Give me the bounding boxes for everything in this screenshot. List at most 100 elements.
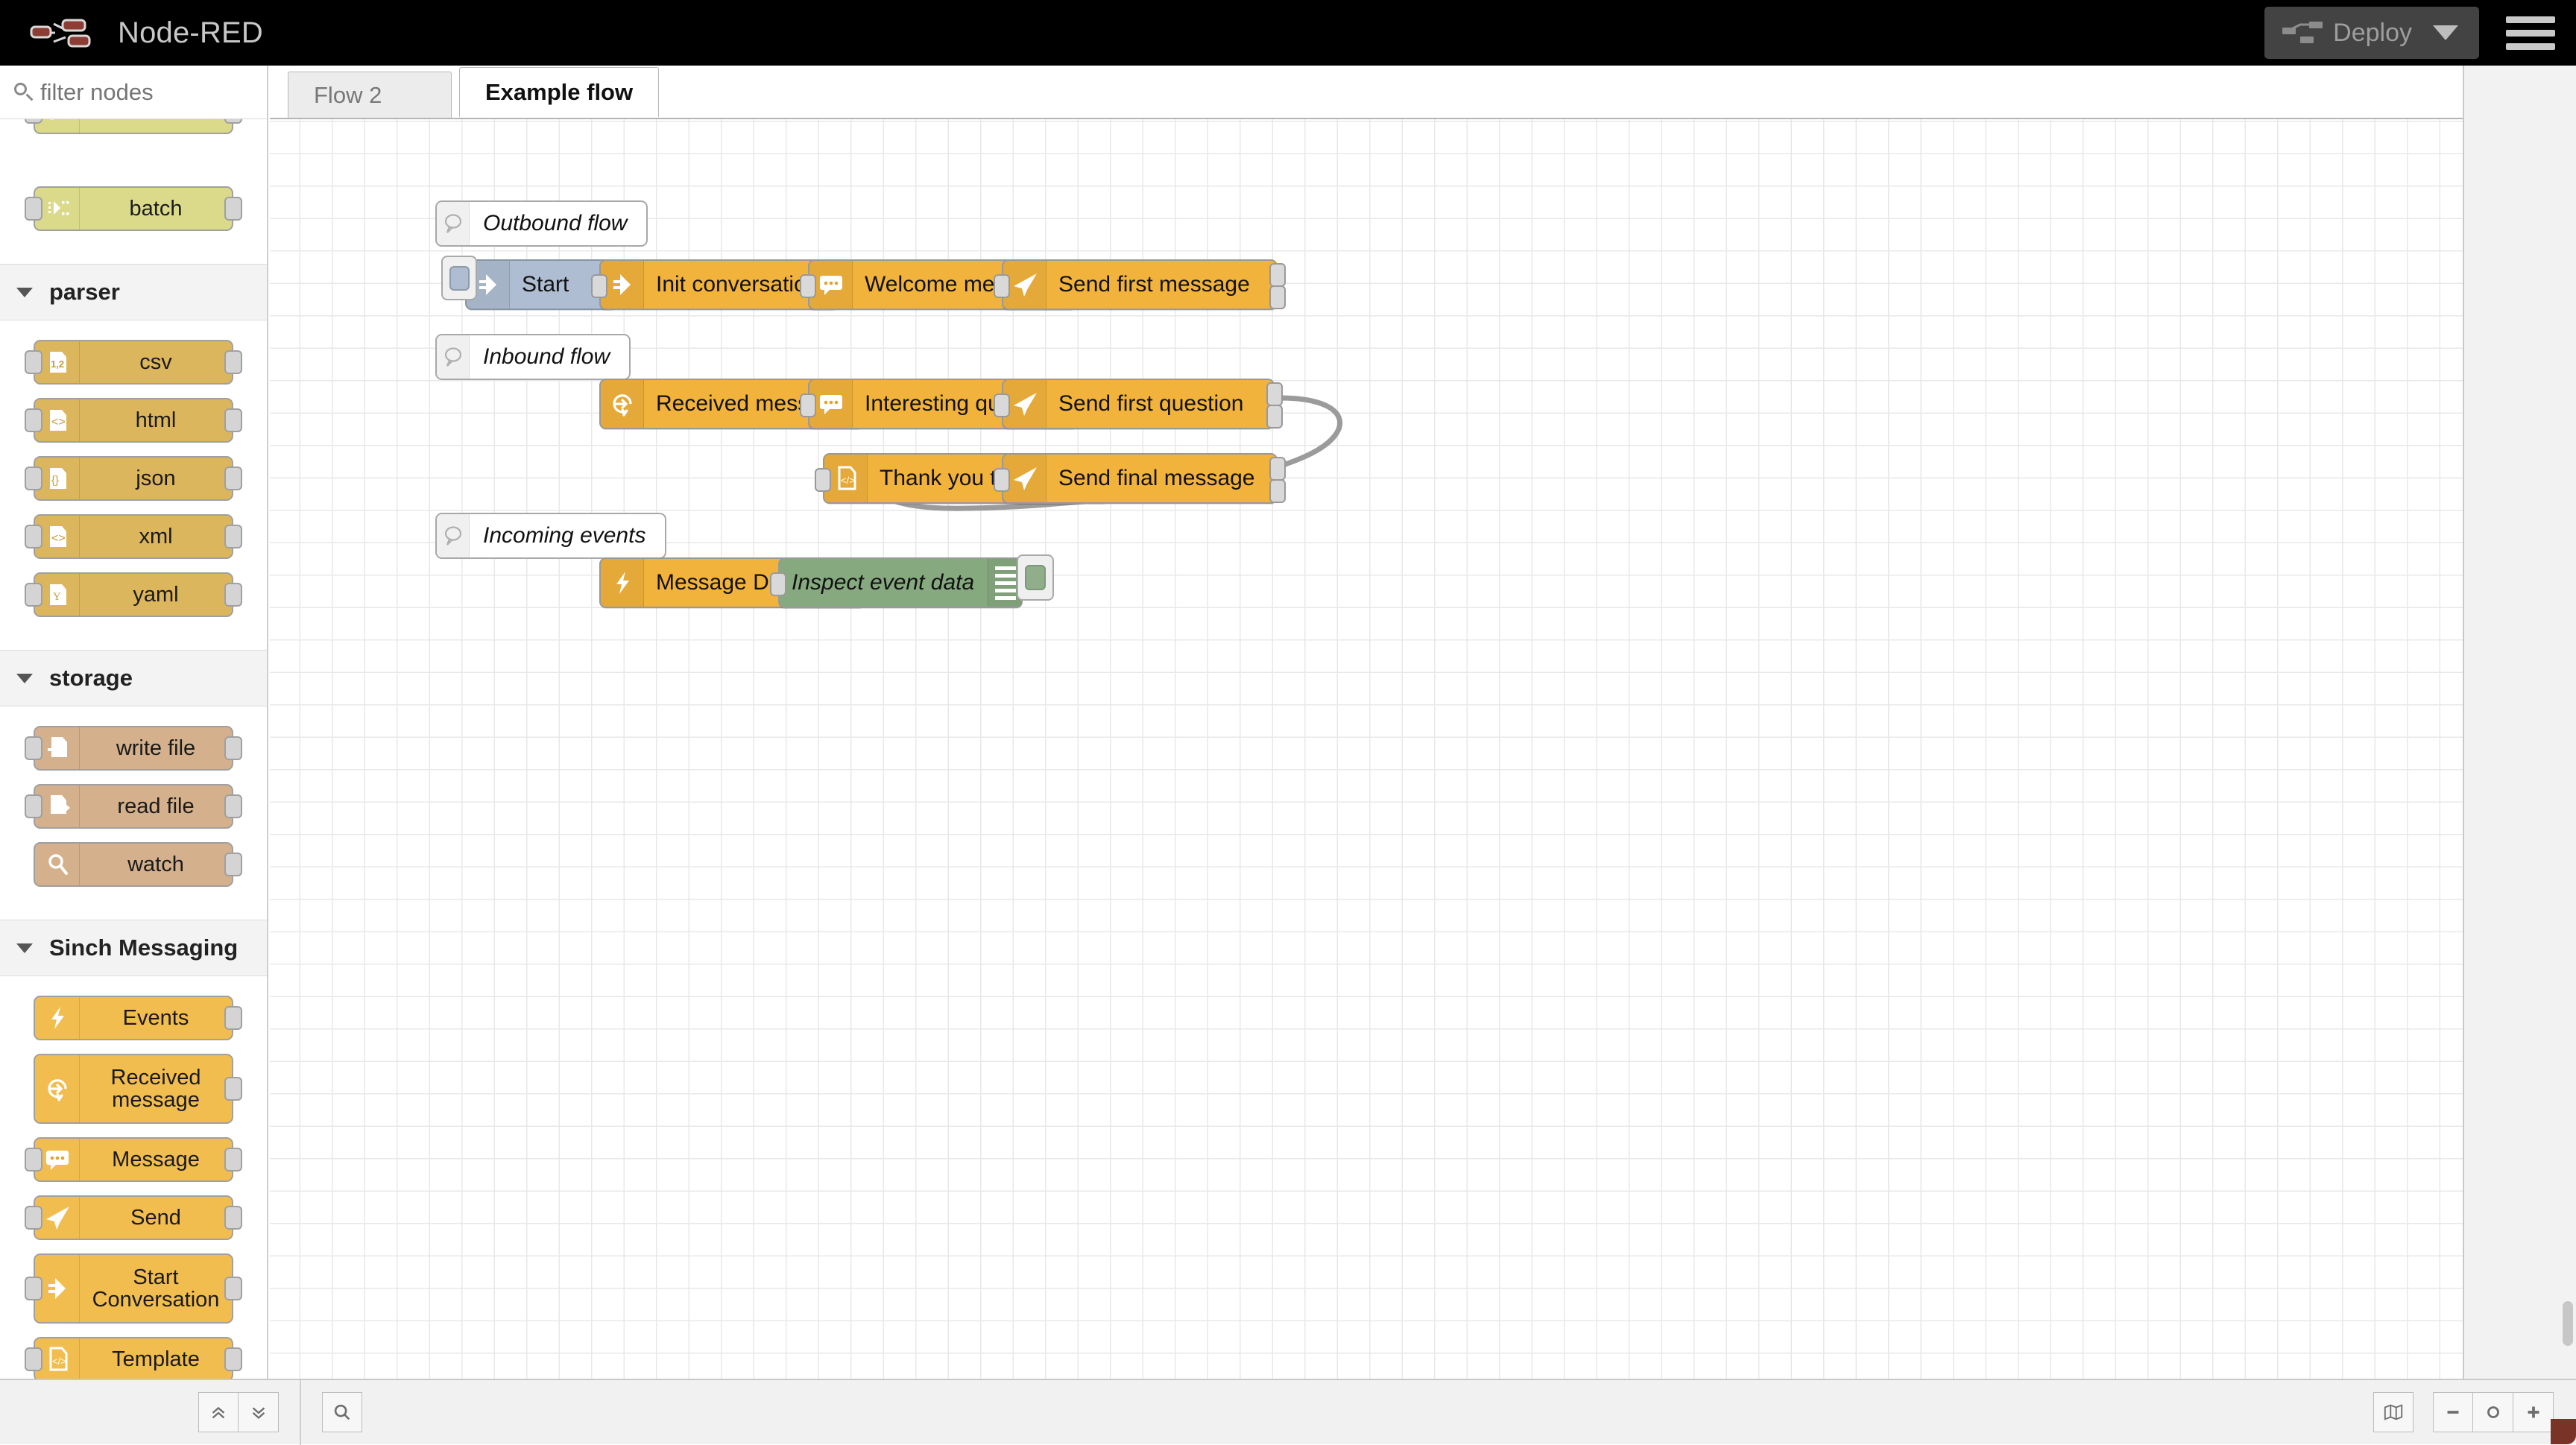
- palette-node-watch[interactable]: watch: [34, 842, 233, 887]
- tab-flow-2[interactable]: Flow 2: [288, 72, 452, 118]
- filter-nodes-input[interactable]: [37, 79, 239, 106]
- node-input-port[interactable]: [815, 468, 831, 492]
- node-output-port[interactable]: [224, 119, 242, 124]
- tab-example-flow[interactable]: Example flow: [459, 67, 659, 118]
- palette-node-start-conversation[interactable]: Start Conversation: [34, 1253, 233, 1324]
- chevron-down-icon: [16, 943, 33, 953]
- flow-node-inspect-event-data[interactable]: Inspect event data: [778, 557, 1023, 608]
- comment-node-inbound-flow[interactable]: Inbound flow: [435, 334, 631, 380]
- chevrons-up-icon[interactable]: [198, 1392, 239, 1432]
- node-input-port[interactable]: [25, 1347, 42, 1371]
- flow-node-send-first-question[interactable]: Send first question: [1002, 379, 1275, 429]
- node-input-port[interactable]: [25, 736, 42, 760]
- node-output-port[interactable]: [224, 525, 242, 548]
- palette-node-list[interactable]: sort batch parser 1,2 csv: [0, 119, 267, 1379]
- node-output-port[interactable]: [224, 1077, 242, 1101]
- palette-node-label: sort: [80, 119, 232, 123]
- node-input-port[interactable]: [994, 468, 1010, 492]
- node-input-port[interactable]: [25, 408, 42, 432]
- palette-node-json[interactable]: {} json: [34, 456, 233, 501]
- flow-node-send-first-message[interactable]: Send first message: [1002, 259, 1278, 310]
- node-output-port-2[interactable]: [1269, 285, 1286, 309]
- node-input-port[interactable]: [800, 393, 816, 417]
- arrow-right-icon: [607, 270, 637, 300]
- node-input-port[interactable]: [25, 1277, 42, 1300]
- node-output-port[interactable]: [224, 794, 242, 818]
- node-output-port-1[interactable]: [1269, 457, 1286, 481]
- node-input-port[interactable]: [25, 119, 42, 124]
- node-output-port-1[interactable]: [1269, 263, 1286, 287]
- flow-canvas[interactable]: Outbound flow Inbound flow Incoming even…: [270, 119, 2463, 1379]
- received-message-icon: [35, 1055, 80, 1122]
- speech-bubble-icon: [816, 270, 846, 300]
- sidebar-scrollbar[interactable]: [2563, 1301, 2573, 1346]
- node-output-port[interactable]: [224, 583, 242, 607]
- watch-magnifier-icon: [35, 844, 80, 885]
- plus-icon[interactable]: [2513, 1392, 2554, 1432]
- node-output-port[interactable]: [224, 467, 242, 490]
- received-message-icon: [42, 1074, 72, 1104]
- node-output-port-2[interactable]: [1269, 479, 1286, 503]
- node-input-port[interactable]: [25, 197, 42, 221]
- palette-node-write-file[interactable]: write file: [34, 726, 233, 771]
- search-flows-icon[interactable]: [322, 1392, 362, 1432]
- node-input-port[interactable]: [25, 1206, 42, 1230]
- palette-node-label: Message: [80, 1148, 232, 1171]
- chevrons-down-icon[interactable]: [239, 1392, 279, 1432]
- circle-icon[interactable]: [2473, 1392, 2513, 1432]
- palette-node-events[interactable]: Events: [34, 996, 233, 1040]
- palette-node-send[interactable]: Send: [34, 1195, 233, 1240]
- node-output-port[interactable]: [224, 1277, 242, 1300]
- palette-node-sort[interactable]: sort: [34, 119, 233, 134]
- palette-node-received-message[interactable]: Received message: [34, 1054, 233, 1124]
- comment-node-outbound-flow[interactable]: Outbound flow: [435, 200, 648, 247]
- node-input-port[interactable]: [994, 393, 1010, 417]
- node-input-port[interactable]: [25, 467, 42, 490]
- minus-icon[interactable]: [2433, 1392, 2473, 1432]
- node-output-port[interactable]: [224, 853, 242, 876]
- window-corner: [2551, 1419, 2576, 1444]
- palette-category-parser[interactable]: parser: [0, 264, 267, 320]
- debug-toggle-button[interactable]: [1017, 554, 1054, 601]
- palette-category-sinch-messaging[interactable]: Sinch Messaging: [0, 920, 267, 976]
- node-input-port[interactable]: [800, 274, 816, 298]
- node-input-port[interactable]: [25, 794, 42, 818]
- node-output-port[interactable]: [224, 1148, 242, 1172]
- right-sidebar[interactable]: [2463, 66, 2576, 1379]
- palette-node-batch[interactable]: batch: [34, 186, 233, 231]
- node-output-port[interactable]: [224, 350, 242, 374]
- hamburger-menu-icon[interactable]: [2506, 10, 2555, 57]
- node-input-port[interactable]: [591, 274, 607, 298]
- node-output-port-1[interactable]: [1266, 382, 1283, 406]
- chevron-down-icon[interactable]: [2433, 25, 2458, 40]
- comment-node-incoming-events[interactable]: Incoming events: [435, 513, 666, 559]
- template-code-file-icon: </>: [42, 1344, 72, 1374]
- palette-category-storage[interactable]: storage: [0, 650, 267, 706]
- node-output-port[interactable]: [224, 197, 242, 221]
- node-input-port[interactable]: [25, 1148, 42, 1172]
- palette-search[interactable]: [0, 66, 267, 119]
- node-input-port[interactable]: [25, 350, 42, 374]
- node-input-port[interactable]: [994, 274, 1010, 298]
- node-input-port[interactable]: [770, 572, 786, 596]
- palette-node-message[interactable]: Message: [34, 1137, 233, 1182]
- node-output-port[interactable]: [224, 1347, 242, 1371]
- node-output-port[interactable]: [224, 1206, 242, 1230]
- navigator-map-icon[interactable]: [2373, 1392, 2414, 1432]
- node-output-port[interactable]: [224, 736, 242, 760]
- palette-node-yaml[interactable]: Y yaml: [34, 572, 233, 617]
- node-input-port[interactable]: [25, 583, 42, 607]
- deploy-button[interactable]: Deploy: [2264, 7, 2479, 59]
- flow-node-send-final-message[interactable]: Send final message: [1002, 453, 1278, 504]
- node-output-port[interactable]: [224, 408, 242, 432]
- palette-node-template[interactable]: </> Template: [34, 1337, 233, 1379]
- node-input-port[interactable]: [25, 525, 42, 548]
- node-output-port-2[interactable]: [1266, 405, 1283, 429]
- palette-node-html[interactable]: <> html: [34, 398, 233, 443]
- palette-node-read-file[interactable]: read file: [34, 784, 233, 829]
- palette-node-csv[interactable]: 1,2 csv: [34, 340, 233, 385]
- html-file-icon: <>: [42, 405, 72, 435]
- palette-node-xml[interactable]: <> xml: [34, 514, 233, 559]
- svg-text:</>: </>: [52, 1356, 66, 1367]
- node-output-port[interactable]: [224, 1006, 242, 1030]
